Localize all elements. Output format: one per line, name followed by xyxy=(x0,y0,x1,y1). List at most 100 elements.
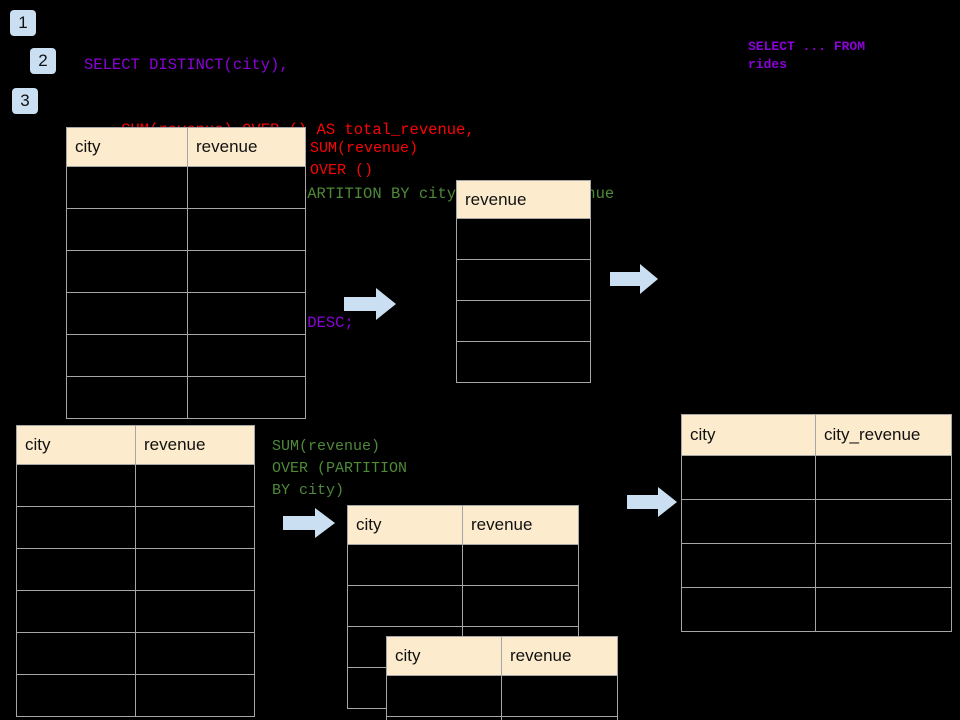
step-badge-1: 1 xyxy=(10,10,36,36)
cell-revenue xyxy=(456,218,591,260)
step-badge-2: 2 xyxy=(30,48,56,74)
arrow-source-to-total xyxy=(344,288,396,320)
cell-city xyxy=(681,455,816,500)
table-partition-back: city revenue xyxy=(347,505,579,709)
cell-revenue xyxy=(135,548,255,591)
cell-revenue xyxy=(135,590,255,633)
cell-city xyxy=(16,632,136,675)
table-row xyxy=(66,334,306,377)
cell-revenue xyxy=(135,674,255,717)
cell-city xyxy=(16,674,136,717)
table-header-row: revenue xyxy=(456,180,591,219)
column-header-city: city xyxy=(386,636,502,676)
annotation-sum-over-empty: SUM(revenue) OVER () xyxy=(310,140,419,179)
table-row xyxy=(681,587,952,632)
cell-city xyxy=(66,292,188,335)
table-row xyxy=(456,300,591,342)
table-row xyxy=(16,548,255,591)
column-header-city-revenue: city_revenue xyxy=(815,414,952,456)
table-header-row: city city_revenue xyxy=(681,414,952,456)
cell-city xyxy=(66,208,188,251)
column-header-city: city xyxy=(347,505,463,545)
table-row xyxy=(66,250,306,293)
table-row xyxy=(16,590,255,633)
cell-revenue xyxy=(187,208,306,251)
table-row xyxy=(66,376,306,419)
column-header-revenue: revenue xyxy=(462,505,579,545)
table-row xyxy=(456,341,591,383)
table-row xyxy=(681,499,952,544)
column-header-city: city xyxy=(16,425,136,465)
table-row xyxy=(456,218,591,260)
cell-revenue xyxy=(462,544,579,586)
column-header-revenue: revenue xyxy=(456,180,591,219)
table-row xyxy=(386,716,618,720)
cell-revenue xyxy=(187,292,306,335)
cell-city xyxy=(16,506,136,549)
cell-revenue xyxy=(456,341,591,383)
cell-city xyxy=(386,675,502,717)
annotation-sum-over-partition: SUM(revenue) OVER (PARTITION BY city) xyxy=(272,438,408,499)
cell-city xyxy=(66,334,188,377)
cell-city-revenue xyxy=(815,455,952,500)
cell-revenue xyxy=(135,632,255,675)
cell-revenue xyxy=(187,376,306,419)
cell-revenue xyxy=(187,250,306,293)
table-result: city city_revenue xyxy=(681,414,952,632)
column-header-city: city xyxy=(66,127,188,167)
arrow-source-to-partition xyxy=(283,508,335,538)
table-row xyxy=(347,585,579,627)
cell-city xyxy=(347,585,463,627)
cell-revenue xyxy=(187,166,306,209)
cell-revenue xyxy=(135,464,255,507)
table-total-revenue: revenue xyxy=(456,180,591,383)
table-row xyxy=(347,544,579,586)
column-header-revenue: revenue xyxy=(187,127,306,167)
cell-city xyxy=(66,166,188,209)
table-header-row: city revenue xyxy=(16,425,255,465)
cell-revenue xyxy=(456,259,591,301)
cell-city-revenue xyxy=(815,499,952,544)
cell-city-revenue xyxy=(815,543,952,588)
column-header-revenue: revenue xyxy=(501,636,618,676)
cell-city xyxy=(681,499,816,544)
arrow-partition-to-result xyxy=(627,487,677,517)
table-row xyxy=(16,464,255,507)
table-row xyxy=(681,455,952,500)
sql-line-1: SELECT DISTINCT(city), xyxy=(84,56,289,74)
table-row xyxy=(386,675,618,717)
cell-revenue xyxy=(135,506,255,549)
cell-city xyxy=(16,590,136,633)
cell-city xyxy=(66,250,188,293)
cell-city xyxy=(386,716,502,720)
cell-revenue xyxy=(462,585,579,627)
cell-city xyxy=(347,544,463,586)
table-row xyxy=(66,166,306,209)
cell-revenue xyxy=(501,716,618,720)
column-header-city: city xyxy=(681,414,816,456)
table-row xyxy=(16,674,255,717)
cell-revenue xyxy=(456,300,591,342)
cell-revenue xyxy=(501,675,618,717)
cell-city-revenue xyxy=(815,587,952,632)
table-row xyxy=(16,632,255,675)
table-row xyxy=(16,506,255,549)
table-header-row: city revenue xyxy=(347,505,579,545)
cell-city xyxy=(16,464,136,507)
cell-city xyxy=(681,587,816,632)
cell-city xyxy=(681,543,816,588)
table-row xyxy=(66,208,306,251)
annotation-select-from-rides: SELECT ... FROM rides xyxy=(748,39,866,72)
table-source-bottom: city revenue xyxy=(16,425,255,717)
table-header-row: city revenue xyxy=(386,636,618,676)
arrow-total-to-result xyxy=(610,264,658,294)
table-header-row: city revenue xyxy=(66,127,306,167)
step-badge-3: 3 xyxy=(12,88,38,114)
cell-city xyxy=(66,376,188,419)
column-header-revenue: revenue xyxy=(135,425,255,465)
table-row xyxy=(66,292,306,335)
cell-city xyxy=(16,548,136,591)
table-source-top: city revenue xyxy=(66,127,306,419)
table-row xyxy=(681,543,952,588)
